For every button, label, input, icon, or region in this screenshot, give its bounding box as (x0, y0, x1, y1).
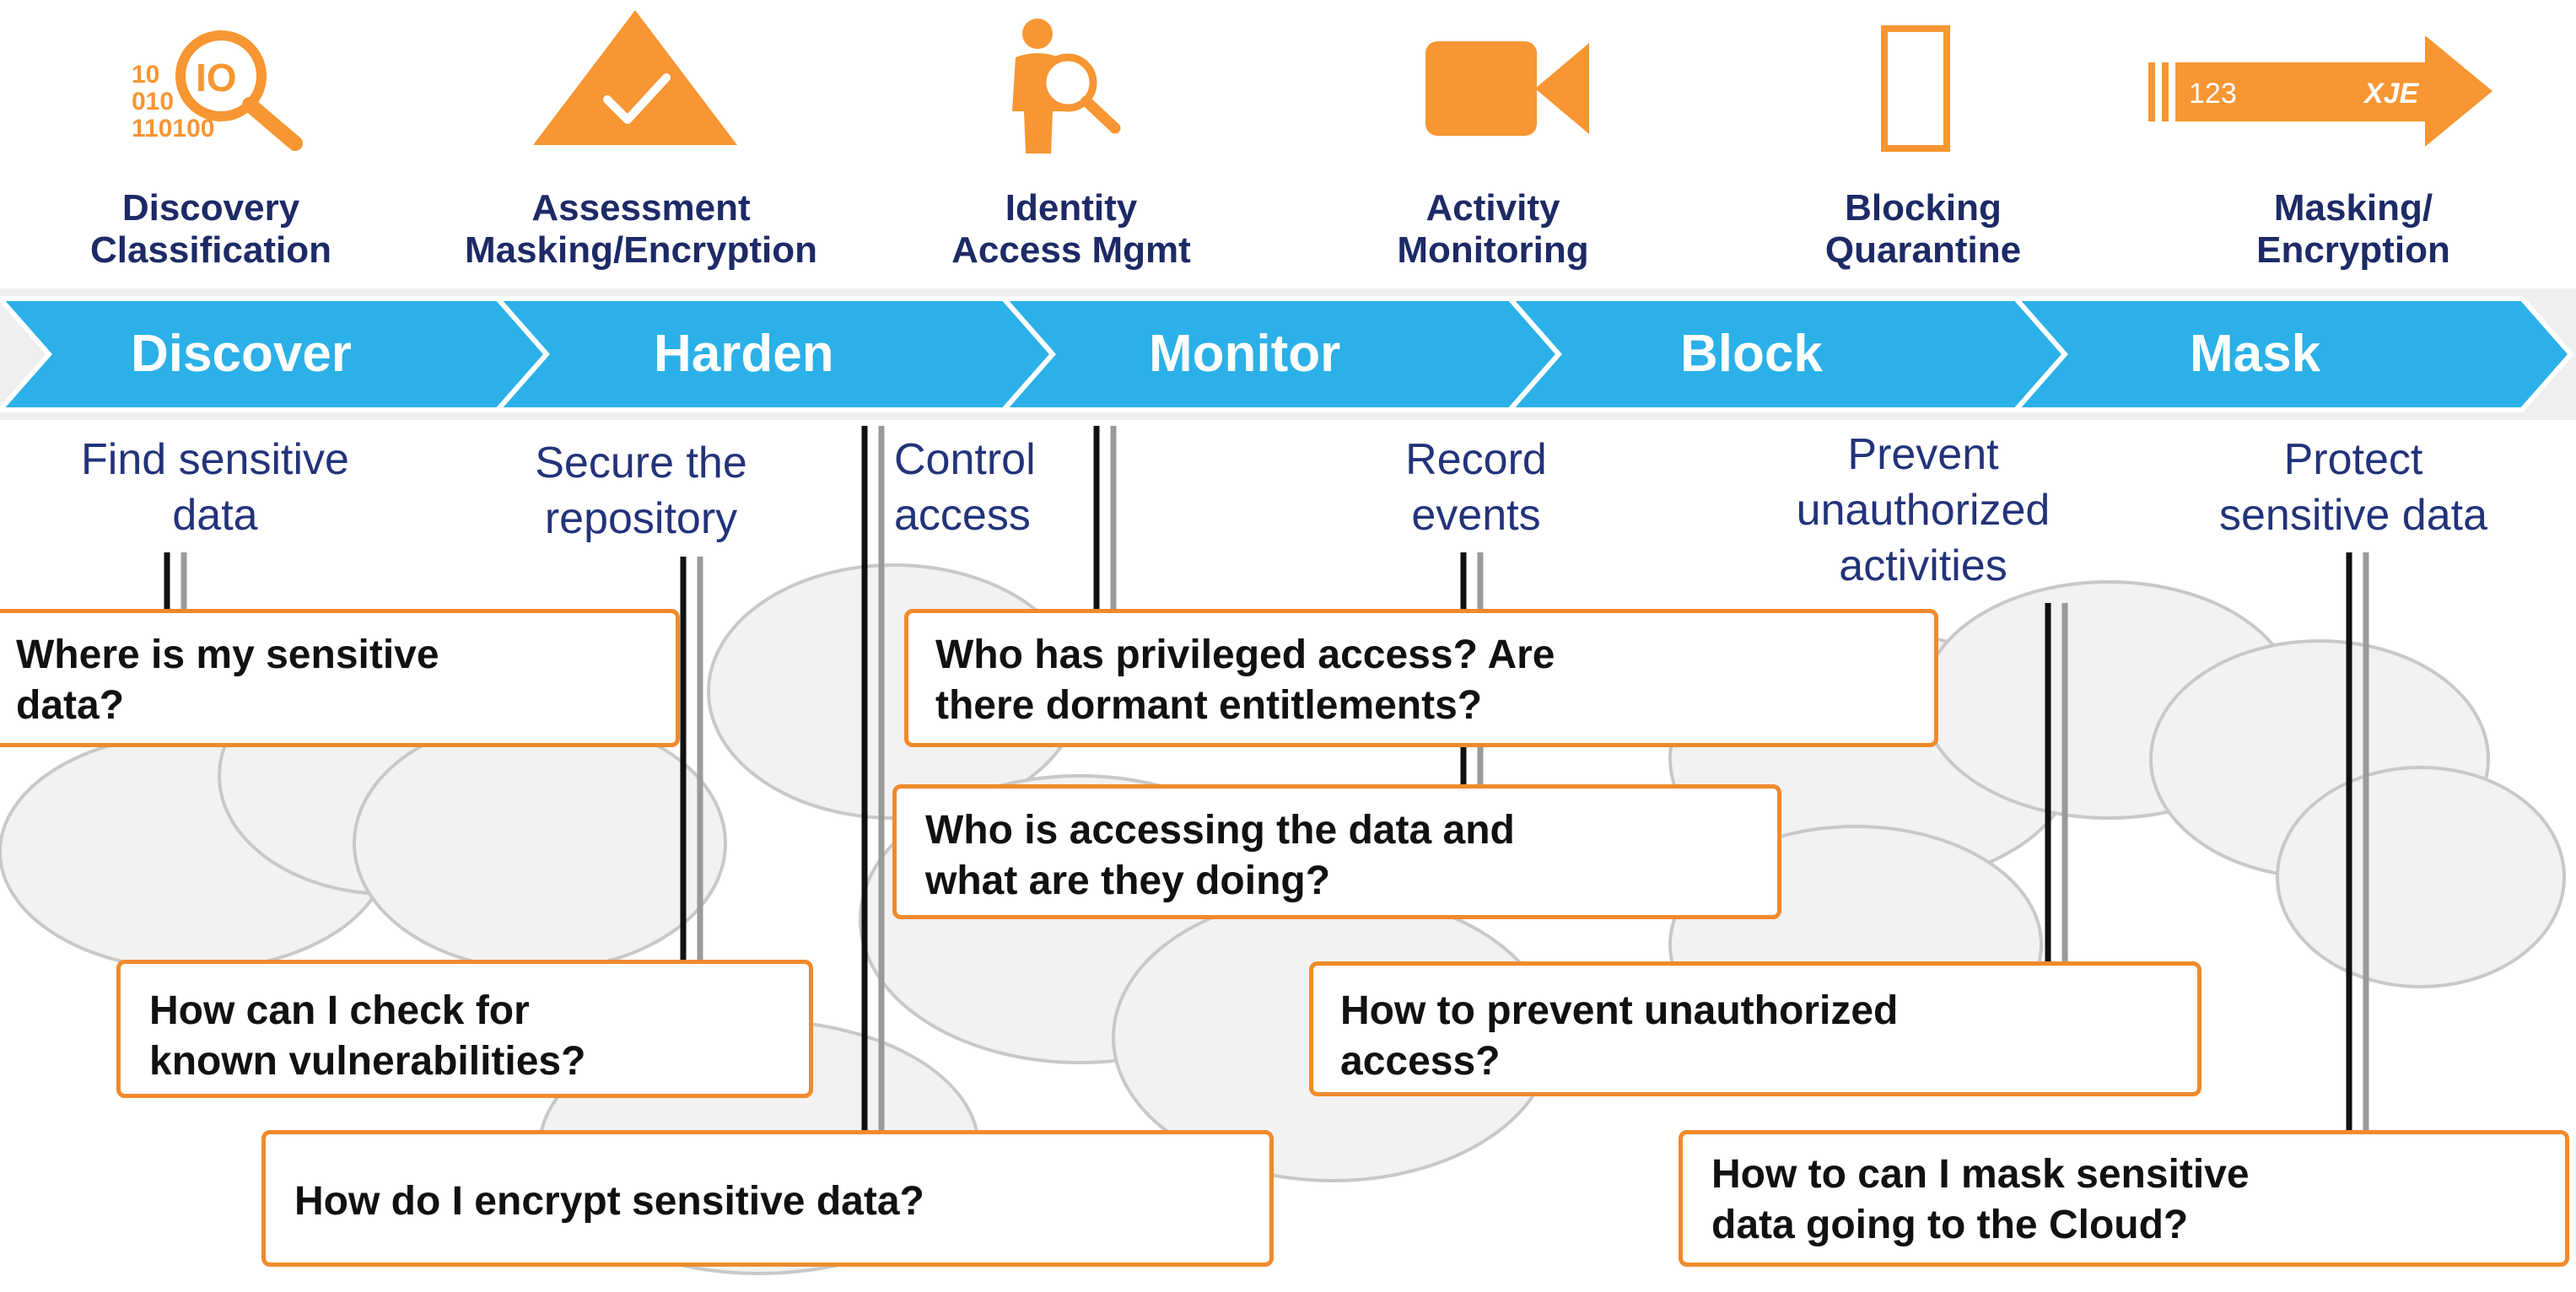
triangle-check-icon (533, 10, 737, 145)
step-label-monitor: Monitor (1149, 325, 1341, 383)
caption-activity: Activity Monitoring (1324, 187, 1662, 272)
desc-line: events (1411, 491, 1541, 540)
question-line: access? (1340, 1039, 1501, 1084)
question-text: How can I check for known vulnerabilitie… (149, 986, 585, 1087)
binary-text: 110100 (132, 115, 214, 143)
question-line: Who is accessing the data and (925, 808, 1515, 853)
caption-discovery: Discovery Classification (42, 187, 380, 272)
question-callout: Who has privileged access? Are there dor… (904, 609, 1938, 747)
person-magnifier-icon (1012, 19, 1121, 153)
desc-line: Prevent (1847, 430, 1999, 479)
desc-line: unauthorized (1796, 486, 2051, 535)
caption-line: Discovery (121, 187, 300, 229)
desc-line: data (172, 491, 258, 540)
caption-line: Assessment (531, 187, 751, 229)
desc-line: sensitive data (2219, 491, 2487, 540)
desc-line: repository (544, 494, 738, 543)
caption-line: Identity (1005, 187, 1138, 229)
caption-line: Activity (1425, 187, 1560, 229)
masking-left-text: 123 (2189, 78, 2237, 110)
step-label-harden: Harden (654, 325, 834, 383)
masking-arrow-icon: 123 XJE (2148, 35, 2492, 147)
question-text: Who is accessing the data and what are t… (925, 805, 1515, 907)
desc-line: Secure the (535, 439, 747, 487)
lens-text: IO (196, 56, 237, 100)
desc-monitor-control: Control access (894, 432, 1105, 543)
question-line: How do I encrypt sensitive data? (294, 1179, 924, 1224)
desc-mask: Protect sensitive data (2159, 432, 2547, 543)
question-text: Where is my sensitive data? (16, 630, 439, 731)
desc-line: access (894, 491, 1031, 540)
caption-line: Quarantine (1824, 229, 2022, 271)
desc-line: Control (894, 435, 1036, 484)
desc-line: Find sensitive (81, 435, 349, 484)
binary-text: 10 (132, 61, 159, 89)
question-callout: Who is accessing the data and what are t… (892, 784, 1781, 919)
question-line: known vulnerabilities? (149, 1039, 586, 1084)
desc-discover: Find sensitive data (17, 432, 413, 543)
caption-identity: Identity Access Mgmt (903, 187, 1240, 272)
desc-block: Prevent unauthorized activities (1721, 427, 2126, 594)
desc-monitor-record: Record events (1350, 432, 1603, 543)
desc-line: activities (1839, 541, 2007, 590)
question-callout: How to can I mask sensitive data going t… (1679, 1130, 2569, 1267)
caption-line: Masking/ (2273, 187, 2433, 229)
question-callout: How can I check for known vulnerabilitie… (116, 960, 813, 1098)
video-camera-icon (1425, 41, 1589, 136)
question-text: Who has privileged access? Are there dor… (935, 630, 1555, 731)
question-text: How to can I mask sensitive data going t… (1711, 1149, 2250, 1251)
question-callout: How do I encrypt sensitive data? (261, 1130, 1274, 1267)
binary-text: 010 (132, 88, 174, 116)
question-text: How to prevent unauthorized access? (1340, 986, 1898, 1087)
masking-right-text: XJE (2363, 78, 2420, 110)
caption-line: Access Mgmt (951, 229, 1191, 271)
desc-harden: Secure the repository (455, 435, 827, 546)
caption-masking: Masking/ Encryption (2185, 187, 2522, 272)
step-label-discover: Discover (131, 325, 352, 383)
caption-line: Masking/Encryption (464, 229, 818, 271)
caption-line: Blocking (1845, 187, 2002, 229)
caption-line: Classification (89, 229, 332, 271)
step-label-block: Block (1680, 325, 1823, 383)
question-line: How to can I mask sensitive (1711, 1152, 2250, 1197)
question-text: How do I encrypt sensitive data? (294, 1176, 924, 1227)
question-line: Who has privileged access? Are (935, 633, 1555, 677)
question-line: How to prevent unauthorized (1340, 988, 1899, 1033)
caption-line: Encryption (2256, 229, 2450, 271)
caption-assessment: Assessment Masking/Encryption (413, 187, 869, 272)
process-band (0, 288, 2576, 420)
chevron-mask (2010, 296, 2574, 412)
blocking-bar-icon (1881, 25, 1950, 152)
question-line: Where is my sensitive (16, 633, 439, 677)
desc-line: Protect (2283, 435, 2423, 484)
question-line: what are they doing? (925, 859, 1331, 903)
question-line: there dormant entitlements? (935, 683, 1483, 728)
caption-blocking: Blocking Quarantine (1754, 187, 2092, 272)
question-callout: Where is my sensitive data? (0, 609, 680, 747)
question-line: data? (16, 683, 125, 728)
question-line: data going to the Cloud? (1711, 1203, 2189, 1247)
step-label-mask: Mask (2190, 325, 2321, 383)
caption-line: Monitoring (1397, 229, 1589, 271)
question-callout: How to prevent unauthorized access? (1309, 961, 2201, 1096)
desc-line: Record (1405, 435, 1547, 484)
binary-magnifier-icon: 10 010 110100 IO (132, 30, 303, 151)
question-line: How can I check for (149, 988, 530, 1033)
